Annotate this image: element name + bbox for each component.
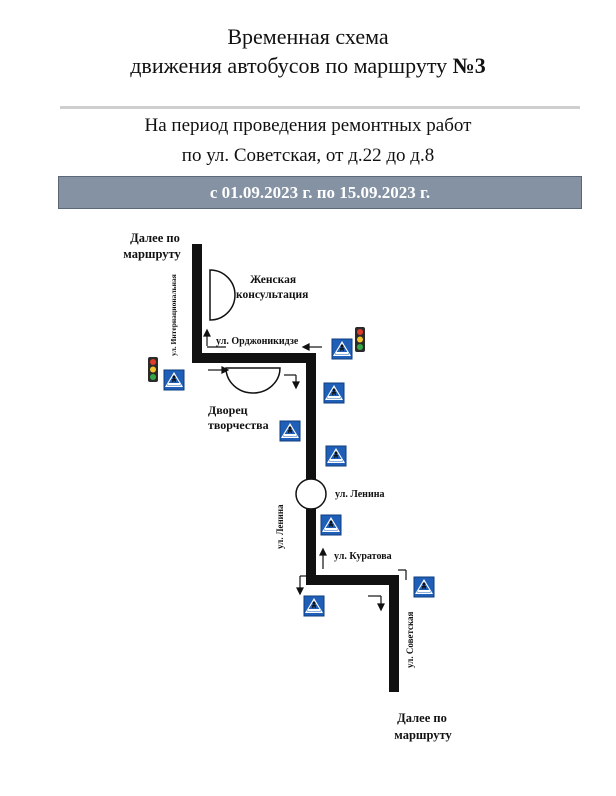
crosswalk-sign-icon: [320, 514, 342, 536]
crosswalk-sign-icon: [323, 382, 345, 404]
next-route-top-line1: Далее по: [130, 231, 180, 245]
crosswalk-sign-icon: [303, 595, 325, 617]
next-route-top-line2: маршруту: [123, 247, 181, 261]
bus-route-line: [192, 244, 399, 692]
crosswalk-sign-icon: [325, 445, 347, 467]
repair-period-line1: На период проведения ремонтных работ: [144, 115, 472, 136]
crosswalk-sign-icon: [413, 576, 435, 598]
street-sovetskaya-label: ул. Советская: [405, 611, 415, 668]
next-route-bottom-line2: маршруту: [394, 728, 452, 742]
palace-label-line1: Дворец: [208, 403, 248, 417]
traffic-light-icon: [148, 357, 158, 382]
date-range-band: с 01.09.2023 г. по 15.09.2023 г.: [58, 176, 582, 209]
street-ordzhonikidze-label: ул. Орджоникидзе: [216, 336, 299, 347]
schema-title-line2: движения автобусов по маршруту №3: [0, 53, 616, 79]
street-kuratova-label: ул. Куратова: [334, 551, 392, 562]
crosswalk-sign-icon: [331, 338, 353, 360]
next-route-bottom-line1: Далее по: [397, 711, 447, 725]
schema-title-line1: Временная схема: [227, 24, 389, 49]
palace-marker: [225, 367, 281, 394]
womens-clinic-label-line1: Женская: [250, 274, 296, 286]
womens-clinic-label-line2: консультация: [236, 289, 308, 301]
crosswalk-sign-icon: [279, 420, 301, 442]
repair-period-line2: по ул. Советская, от д.22 до д.8: [181, 145, 435, 166]
direction-arrows: [203, 328, 407, 612]
title-route-prefix: движения автобусов по маршруту: [130, 53, 453, 78]
traffic-light-icon: [355, 327, 365, 352]
street-lenina-roundabout-label: ул. Ленина: [335, 489, 384, 500]
street-lenina-vertical-label: ул. Ленина: [275, 504, 285, 549]
womens-clinic-marker: [209, 269, 236, 321]
header-divider: [60, 106, 580, 109]
street-internationalnaya-label: ул. Интернациональная: [169, 274, 178, 356]
roundabout-lenina: [295, 478, 327, 510]
route-number: №3: [452, 53, 486, 78]
palace-label-line2: творчества: [208, 418, 269, 432]
crosswalk-sign-icon: [163, 369, 185, 391]
